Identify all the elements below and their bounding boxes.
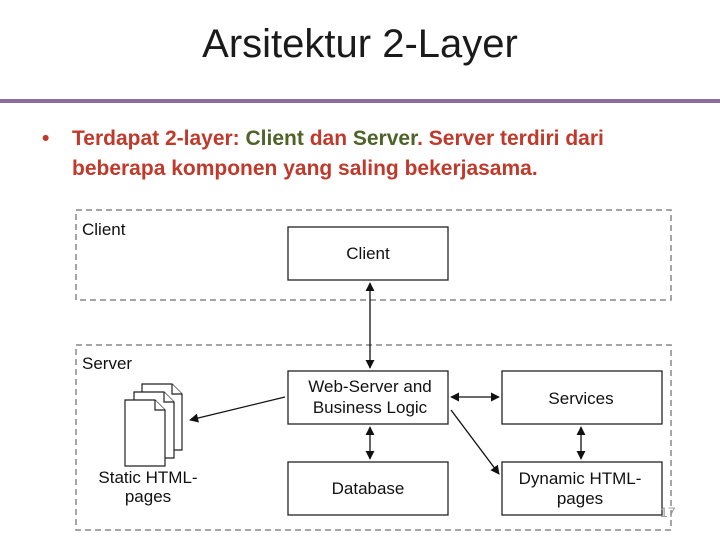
client-box-label: Client (346, 244, 390, 263)
webserver-box (287, 370, 449, 425)
services-box (501, 370, 663, 425)
database-box-label: Database (332, 479, 405, 498)
bullet-part-1: Terdapat 2-layer: (72, 127, 246, 150)
bullet-icon: • (42, 127, 50, 150)
title-divider (0, 99, 720, 103)
bullet-server-term: Server (352, 127, 418, 150)
webserver-box-label-2: Business Logic (313, 398, 428, 417)
database-box (287, 461, 449, 516)
bullet-part-3: . Server terdiri dari beberapa komponen … (72, 127, 604, 180)
dynamic-html-box-label-2: pages (557, 489, 603, 508)
static-pages-label-2: pages (125, 487, 171, 506)
client-box (287, 226, 449, 281)
arrow-webserver-static (189, 396, 286, 423)
bullet-client-term: Client (245, 127, 304, 150)
client-region-label: Client (82, 220, 126, 239)
page-number: 17 (660, 504, 676, 520)
bullet-point: • Terdapat 2-layer: Client dan Server. S… (42, 124, 702, 184)
arrow-webserver-dynamic (450, 409, 500, 475)
webserver-box-label-1: Web-Server and (308, 377, 431, 396)
server-region-label: Server (82, 354, 132, 373)
bullet-text: Terdapat 2-layer: Client dan Server. Ser… (72, 124, 702, 184)
dynamic-html-box (501, 461, 663, 516)
services-box-label: Services (548, 389, 613, 408)
static-pages-document-icon (124, 383, 183, 467)
dynamic-html-box-label-1: Dynamic HTML- (519, 469, 642, 488)
slide-title: Arsitektur 2-Layer (202, 22, 518, 66)
bullet-part-2: dan (303, 127, 353, 150)
static-pages-label-1: Static HTML- (98, 468, 197, 487)
